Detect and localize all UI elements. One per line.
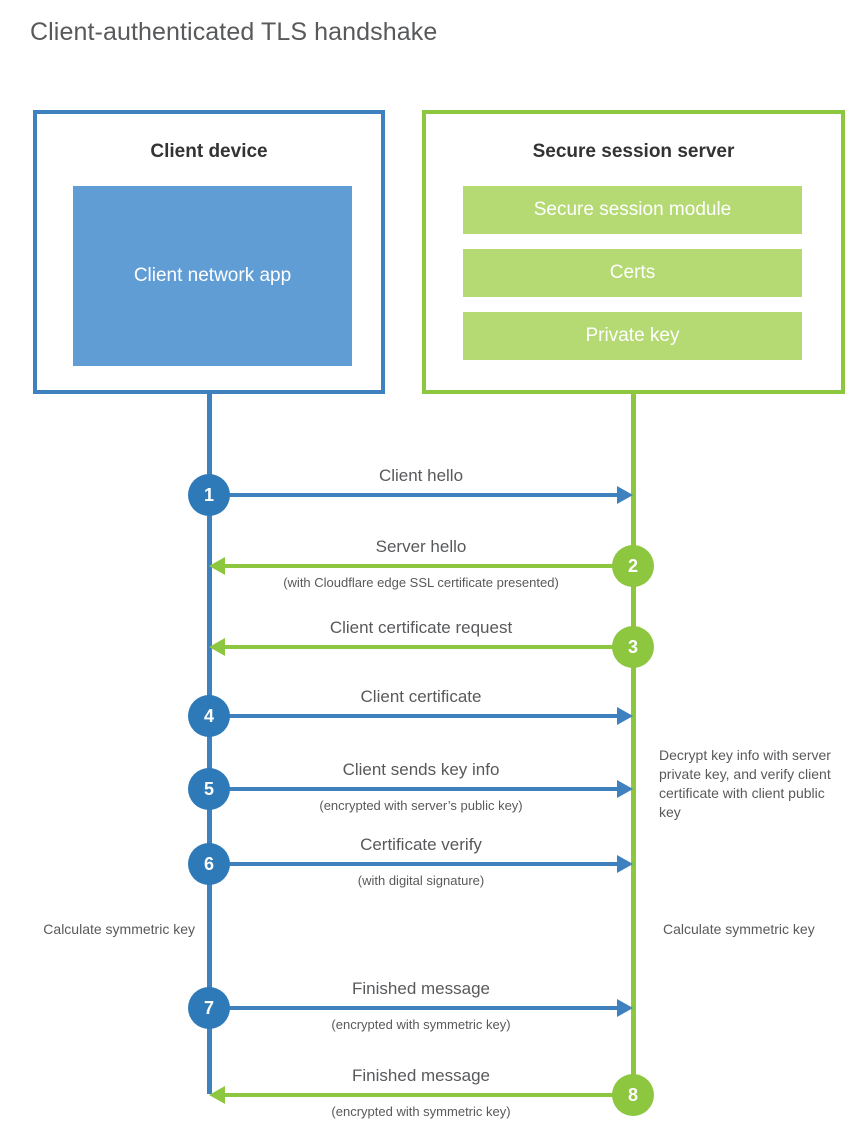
message-label-7: Finished message: [352, 979, 490, 998]
message-sublabel-7: (encrypted with symmetric key): [331, 1017, 511, 1032]
message-arrow-line-4: [209, 714, 617, 718]
step-badge-7: 7: [188, 987, 230, 1029]
message-arrow-head-6: [617, 855, 633, 873]
server-lifeline: [631, 394, 636, 1093]
step-badge-6: 6: [188, 843, 230, 885]
message-arrow-head-5: [617, 780, 633, 798]
message-arrow-line-1: [209, 493, 617, 497]
step-badge-2: 2: [612, 545, 654, 587]
message-arrow-line-2: [225, 564, 633, 568]
message-arrow-head-1: [617, 486, 633, 504]
client-device-box: Client device Client network app: [33, 110, 385, 394]
message-arrow-line-5: [209, 787, 617, 791]
message-arrow-line-3: [225, 645, 633, 649]
client-network-app-block: Client network app: [73, 186, 352, 366]
message-sublabel-2: (with Cloudflare edge SSL certificate pr…: [283, 575, 559, 590]
message-arrow-line-8: [225, 1093, 633, 1097]
message-label-4: Client certificate: [360, 687, 482, 706]
message-label-8: Finished message: [352, 1066, 490, 1085]
page-title: Client-authenticated TLS handshake: [30, 18, 438, 46]
message-arrow-head-2: [209, 557, 225, 575]
message-arrow-head-8: [209, 1086, 225, 1104]
message-label-1: Client hello: [378, 466, 464, 485]
message-sublabel-5: (encrypted with server’s public key): [319, 798, 523, 813]
message-arrow-head-3: [209, 638, 225, 656]
message-sublabel-8: (encrypted with symmetric key): [331, 1104, 511, 1119]
message-arrow-head-4: [617, 707, 633, 725]
step-badge-5: 5: [188, 768, 230, 810]
secure-session-server-box: Secure session server Secure session mod…: [422, 110, 845, 394]
server-component-certs: Certs: [463, 249, 802, 297]
message-sublabel-6: (with digital signature): [357, 873, 485, 888]
step-badge-3: 3: [612, 626, 654, 668]
server-calculate-symmetric-key-note: Calculate symmetric key: [663, 921, 815, 937]
step-badge-8: 8: [612, 1074, 654, 1116]
step-badge-1: 1: [188, 474, 230, 516]
client-calculate-symmetric-key-note: Calculate symmetric key: [43, 921, 195, 937]
server-component-secure-session-module: Secure session module: [463, 186, 802, 234]
server-decrypt-note: Decrypt key info with server private key…: [659, 747, 831, 820]
message-arrow-head-7: [617, 999, 633, 1017]
message-label-5: Client sends key info: [342, 760, 500, 779]
step-badge-4: 4: [188, 695, 230, 737]
client-device-title: Client device: [150, 141, 268, 162]
server-component-private-key: Private key: [463, 312, 802, 360]
client-lifeline: [207, 394, 212, 1094]
message-label-3: Client certificate request: [329, 618, 513, 637]
message-label-6: Certificate verify: [360, 835, 482, 854]
server-title: Secure session server: [532, 141, 735, 162]
message-arrow-line-7: [209, 1006, 617, 1010]
message-label-2: Server hello: [375, 537, 467, 556]
message-arrow-line-6: [209, 862, 617, 866]
